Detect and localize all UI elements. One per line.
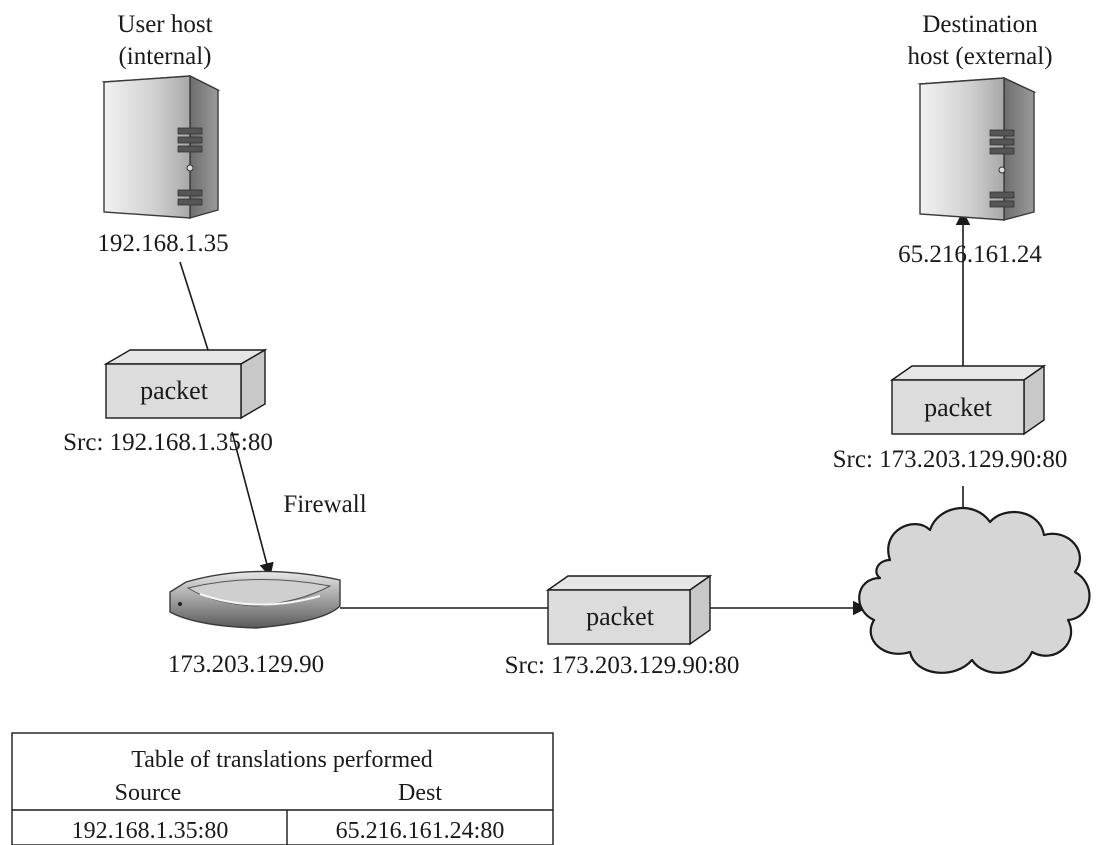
destination-host-server-icon bbox=[917, 76, 1037, 221]
packet-1-label: packet bbox=[140, 376, 209, 405]
internet-cloud-icon bbox=[858, 507, 1091, 674]
translation-table bbox=[11, 732, 554, 845]
packet-1-src: Src: 192.168.1.35:80 bbox=[63, 429, 273, 456]
link-userhost-to-packet1 bbox=[179, 261, 209, 351]
destination-host-title-line1: Destination bbox=[922, 11, 1038, 38]
user-host-title-line2: (internal) bbox=[118, 43, 211, 70]
user-host-server-icon bbox=[101, 74, 221, 219]
destination-host-ip: 65.216.161.24 bbox=[898, 241, 1042, 268]
user-host-ip: 192.168.1.35 bbox=[97, 230, 228, 257]
packet-2-label: packet bbox=[586, 602, 655, 631]
firewall-icon bbox=[169, 570, 341, 629]
packet-3-src: Src: 173.203.129.90:80 bbox=[833, 446, 1068, 473]
link-packet1-to-firewall bbox=[231, 431, 274, 578]
translation-table-title: Table of translations performed bbox=[131, 747, 433, 773]
packet-3-label: packet bbox=[924, 393, 993, 422]
packet-box-1 bbox=[103, 348, 268, 420]
packet-box-3 bbox=[889, 364, 1047, 436]
firewall-ip: 173.203.129.90 bbox=[168, 651, 324, 678]
destination-host-title-line2: host (external) bbox=[907, 43, 1052, 70]
packet-box-2 bbox=[545, 574, 713, 646]
firewall-label: Firewall bbox=[283, 491, 366, 518]
translation-table-header-dest: Dest bbox=[398, 780, 442, 806]
user-host-title-line1: User host bbox=[117, 11, 212, 38]
translation-table-header-source: Source bbox=[115, 780, 182, 806]
translation-table-cell-source: 192.168.1.35:80 bbox=[72, 818, 229, 844]
packet-2-src: Src: 173.203.129.90:80 bbox=[505, 652, 740, 679]
translation-table-cell-dest: 65.216.161.24:80 bbox=[336, 818, 505, 844]
